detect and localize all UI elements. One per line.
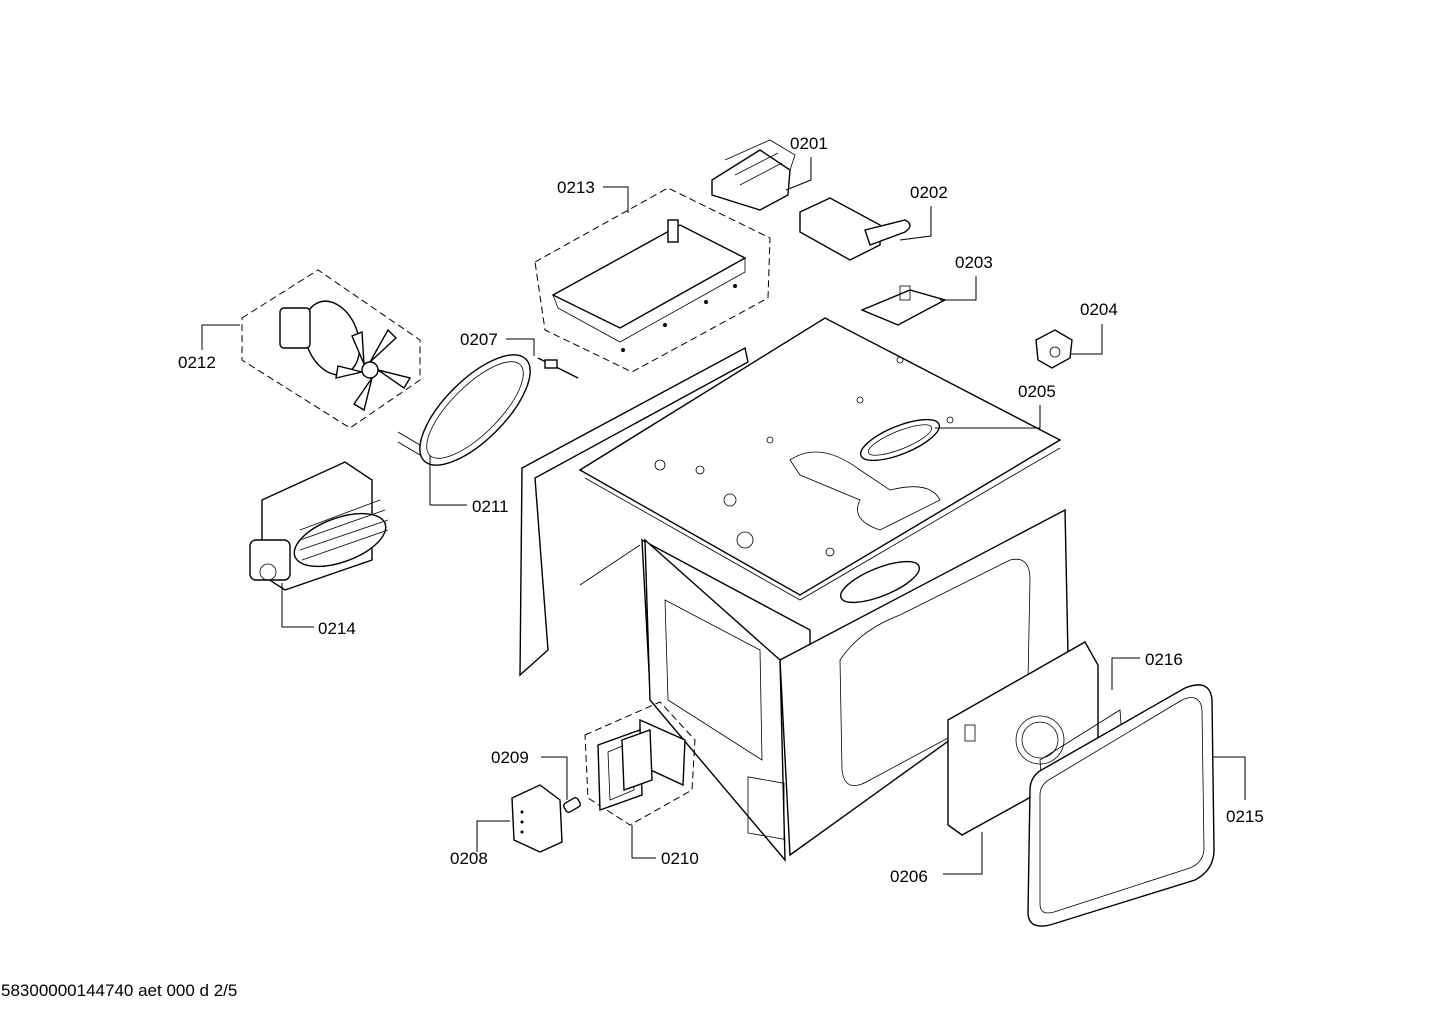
oven-housing-part [519,317,1069,862]
label-part-0211: 0211 [472,497,509,516]
fan-impeller-part [335,328,412,412]
leader-lines [201,157,1246,875]
sensor-plate-part [860,285,947,326]
label-part-0216: 0216 [1145,650,1183,669]
label-part-0210: 0210 [661,849,699,868]
label-part-0215: 0215 [1226,807,1264,826]
terminal-block-part [711,139,796,211]
label-part-0214: 0214 [318,619,356,638]
label-part-0204: 0204 [1080,300,1118,319]
tangential-fan-part [249,461,389,591]
label-part-0203: 0203 [955,253,993,272]
label-part-0207: 0207 [460,330,498,349]
label-part-0205: 0205 [1018,382,1056,401]
lamp-holder-part [511,784,563,853]
label-part-0213: 0213 [557,178,595,197]
label-part-0209: 0209 [491,748,529,767]
label-part-0206: 0206 [890,867,928,886]
document-id: 58300000144740 aet 000 d 2/5 [1,981,238,1000]
control-board-part [534,187,771,373]
label-part-0201: 0201 [790,134,828,153]
bracket-part [1035,329,1073,369]
door-gasket-part [1027,684,1215,927]
lamp-gasket-part [584,701,696,826]
probe-sensor-part [537,357,579,379]
label-part-0212: 0212 [178,353,216,372]
switch-module-part [799,197,911,261]
lamp-bulb-part [562,797,582,813]
label-part-0202: 0202 [910,183,948,202]
label-part-0208: 0208 [450,849,488,868]
fan-motor-part [241,269,421,429]
heating-element-part [397,354,531,466]
